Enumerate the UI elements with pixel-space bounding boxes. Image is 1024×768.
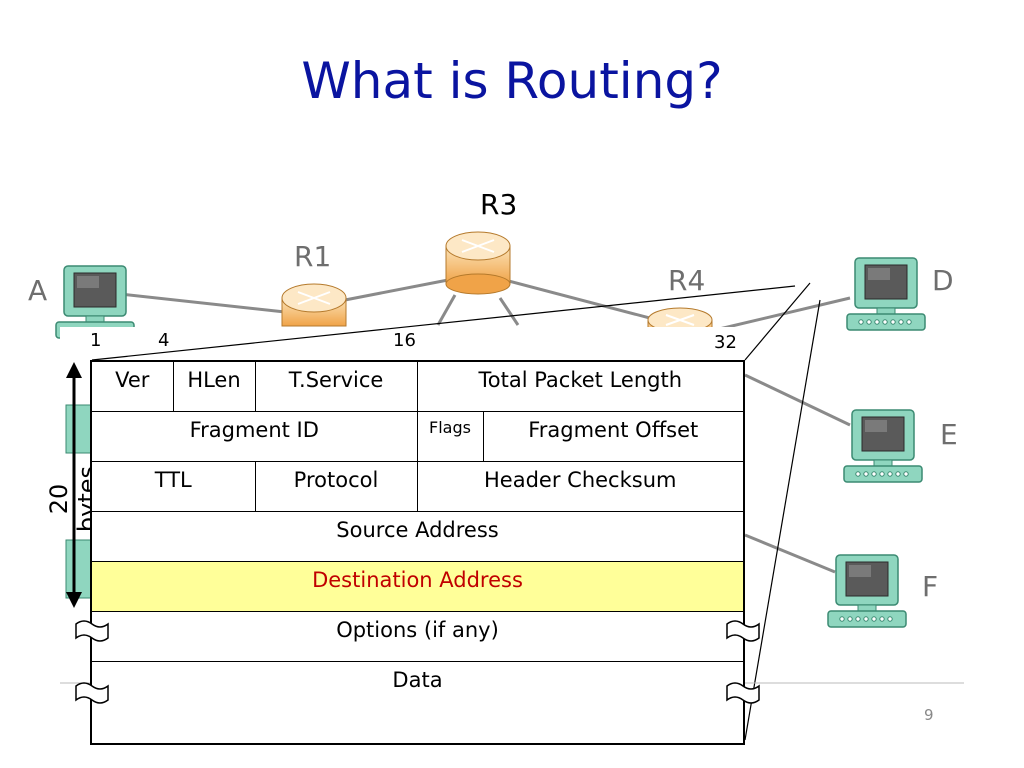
field-data: Data [90, 660, 745, 745]
header-row-data: Data [90, 660, 745, 745]
hidden-host-c-icon [65, 539, 93, 599]
link-to-f [744, 533, 836, 574]
link-to-e [744, 373, 851, 427]
host-e-icon [843, 409, 923, 483]
host-f-label: F [922, 570, 939, 603]
header-size-label: 20 bytes [45, 465, 101, 533]
header-row-2: Fragment ID Flags Fragment Offset [90, 410, 745, 462]
ip-header-table: Ver HLen T.Service Total Packet Length F… [90, 360, 745, 745]
link-r4-d [714, 296, 851, 332]
network-links [119, 278, 851, 574]
header-row-source: Source Address [90, 510, 745, 562]
field-header-checksum: Header Checksum [416, 460, 745, 512]
header-row-options: Options (if any) [90, 610, 745, 662]
size-double-arrow-icon [66, 362, 82, 608]
field-destination-address: Destination Address [90, 560, 745, 612]
host-f-icon [827, 554, 907, 628]
callout-lines [91, 282, 821, 741]
bit-label-1: 1 [90, 330, 102, 351]
host-a-label: A [28, 274, 48, 307]
field-options: Options (if any) [90, 610, 745, 662]
link-r3-down [436, 294, 457, 326]
bit-label-16: 16 [393, 330, 416, 351]
field-fragment-id: Fragment ID [90, 410, 418, 462]
bit-label-4: 4 [158, 330, 170, 351]
bit-label-32: 32 [714, 332, 737, 353]
page-number: 9 [924, 706, 934, 724]
field-ver: Ver [90, 360, 174, 412]
field-source-address: Source Address [90, 510, 745, 562]
router-r1-label: R1 [294, 240, 332, 273]
link-r1-r3 [344, 278, 449, 302]
link-r3-r4 [504, 278, 666, 324]
link-r3-down2 [498, 297, 520, 326]
field-hlen: HLen [172, 360, 256, 412]
header-row-3: TTL Protocol Header Checksum [90, 460, 745, 512]
router-r3-icon [445, 231, 511, 295]
header-row-1: Ver HLen T.Service Total Packet Length [90, 360, 745, 412]
field-fragment-offset: Fragment Offset [482, 410, 745, 462]
host-d-label: D [932, 264, 954, 297]
field-flags: Flags [416, 410, 484, 462]
host-d-icon [846, 257, 926, 331]
field-protocol: Protocol [254, 460, 418, 512]
bit-label-backdrop [60, 327, 760, 360]
field-ttl: TTL [90, 460, 256, 512]
hidden-host-b-icon [65, 404, 93, 454]
host-e-label: E [940, 418, 958, 451]
slide-title: What is Routing? [301, 52, 723, 110]
router-r1-icon [281, 283, 347, 327]
header-row-destination: Destination Address [90, 560, 745, 612]
router-r4-label: R4 [668, 264, 706, 297]
field-total-packet-length: Total Packet Length [416, 360, 745, 412]
field-type-of-service: T.Service [254, 360, 418, 412]
router-r3-label: R3 [480, 188, 518, 221]
link-a-r1 [119, 292, 286, 314]
